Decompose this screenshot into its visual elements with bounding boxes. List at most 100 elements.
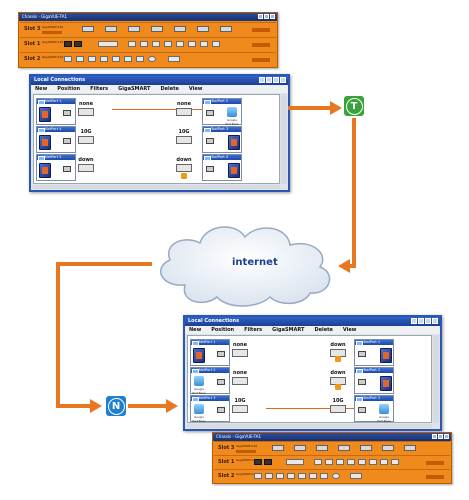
port-icon[interactable] — [151, 26, 163, 32]
port-icon[interactable] — [320, 473, 328, 479]
port-icon[interactable] — [338, 445, 350, 451]
settings-icon[interactable] — [418, 318, 424, 324]
port-icon[interactable] — [136, 56, 144, 62]
port-icon[interactable] — [124, 56, 132, 62]
port-icon[interactable] — [391, 459, 399, 465]
port-icon[interactable] — [254, 459, 262, 465]
horizontal-scrollbar[interactable] — [187, 424, 432, 428]
tool-port-card[interactable]: ToolPort 3 — [202, 126, 242, 153]
minimize-icon[interactable] — [273, 77, 279, 83]
port-icon[interactable] — [168, 56, 180, 62]
port-icon[interactable] — [140, 41, 148, 47]
horizontal-scrollbar[interactable] — [33, 185, 280, 189]
port-icon[interactable] — [382, 445, 394, 451]
vertical-scrollbar[interactable] — [281, 94, 287, 184]
port-icon[interactable] — [76, 56, 84, 62]
port-icon[interactable] — [98, 41, 118, 47]
port-icon[interactable] — [380, 459, 388, 465]
help-icon[interactable] — [258, 14, 263, 19]
port-icon[interactable] — [176, 41, 184, 47]
menu-delete[interactable]: Delete — [314, 327, 333, 333]
menu-filters[interactable]: Filters — [90, 86, 109, 92]
port-icon[interactable] — [294, 445, 306, 451]
port-icon[interactable] — [350, 473, 362, 479]
port-icon[interactable] — [64, 56, 72, 62]
help-icon[interactable] — [411, 318, 417, 324]
net-port-card[interactable]: NetPort 5 — [36, 154, 76, 181]
top-chassis-slot-3[interactable]: Slot 3 GigaPORT-X16 — [20, 22, 276, 38]
connection-line[interactable] — [112, 109, 204, 110]
port-icon[interactable] — [212, 41, 220, 47]
port-icon[interactable] — [88, 56, 96, 62]
port-icon[interactable] — [174, 26, 186, 32]
help-icon[interactable] — [259, 77, 265, 83]
port-icon[interactable] — [358, 459, 366, 465]
port-icon[interactable] — [286, 459, 304, 465]
minimize-icon[interactable] — [425, 318, 431, 324]
port-icon[interactable] — [128, 41, 136, 47]
port-icon[interactable] — [148, 56, 156, 62]
close-icon[interactable] — [432, 318, 438, 324]
port-icon[interactable] — [265, 473, 273, 479]
port-icon[interactable] — [128, 26, 140, 32]
help-icon[interactable] — [432, 434, 437, 439]
bottom-chassis-slot-2[interactable]: Slot 2 GigaPORT-X24 — [214, 469, 450, 483]
port-icon[interactable] — [287, 473, 295, 479]
top-chassis-slot-1[interactable]: Slot 1 GigaPORT-X24 — [20, 37, 276, 53]
port-icon[interactable] — [164, 41, 172, 47]
vertical-scrollbar[interactable] — [433, 335, 439, 423]
port-icon[interactable] — [105, 26, 117, 32]
menu-filters[interactable]: Filters — [244, 327, 263, 333]
close-icon[interactable] — [280, 77, 286, 83]
port-icon[interactable] — [276, 473, 284, 479]
port-icon[interactable] — [314, 459, 322, 465]
tool-port-card[interactable]: ToolPort 2 — [354, 367, 394, 394]
port-icon[interactable] — [64, 41, 72, 47]
menu-view[interactable]: View — [342, 327, 357, 333]
port-icon[interactable] — [197, 26, 209, 32]
port-icon[interactable] — [264, 459, 272, 465]
net-port-card[interactable]: NetPort 4 — [36, 126, 76, 153]
menu-position[interactable]: Position — [211, 327, 235, 333]
tool-port-card[interactable]: ToolPort 4 — [202, 154, 242, 181]
top-chassis-slot-2[interactable]: Slot 2 GigaPORT-X24 — [20, 52, 276, 68]
net-port-card[interactable]: NetPort 1 — [36, 98, 76, 125]
menu-new[interactable]: New — [189, 327, 202, 333]
settings-icon[interactable] — [264, 14, 269, 19]
port-icon[interactable] — [336, 459, 344, 465]
close-icon[interactable] — [444, 434, 449, 439]
port-icon[interactable] — [360, 445, 372, 451]
menu-view[interactable]: View — [188, 86, 203, 92]
port-icon[interactable] — [298, 473, 306, 479]
menu-gigasmart[interactable]: GigaSMART — [118, 86, 151, 92]
port-icon[interactable] — [332, 473, 340, 479]
close-icon[interactable] — [270, 14, 275, 19]
net-port-card[interactable]: NetPort 1 — [190, 339, 230, 366]
connection-line[interactable] — [266, 408, 356, 409]
settings-icon[interactable] — [438, 434, 443, 439]
bottom-chassis-slot-1[interactable]: Slot 1 GigaPORT-X24 — [214, 455, 450, 470]
port-icon[interactable] — [220, 26, 232, 32]
port-icon[interactable] — [82, 26, 94, 32]
port-icon[interactable] — [347, 459, 355, 465]
settings-icon[interactable] — [266, 77, 272, 83]
port-icon[interactable] — [188, 41, 196, 47]
port-icon[interactable] — [316, 445, 328, 451]
port-icon[interactable] — [369, 459, 377, 465]
menu-new[interactable]: New — [35, 86, 48, 92]
port-icon[interactable] — [100, 56, 108, 62]
port-icon[interactable] — [112, 56, 120, 62]
port-icon[interactable] — [325, 459, 333, 465]
port-icon[interactable] — [272, 445, 284, 451]
port-icon[interactable] — [200, 41, 208, 47]
menu-gigasmart[interactable]: GigaSMART — [272, 327, 305, 333]
port-icon[interactable] — [404, 445, 416, 451]
port-icon[interactable] — [309, 473, 317, 479]
tool-port-card[interactable]: ToolPort 1 — [354, 339, 394, 366]
menu-position[interactable]: Position — [57, 86, 81, 92]
port-icon[interactable] — [74, 41, 82, 47]
